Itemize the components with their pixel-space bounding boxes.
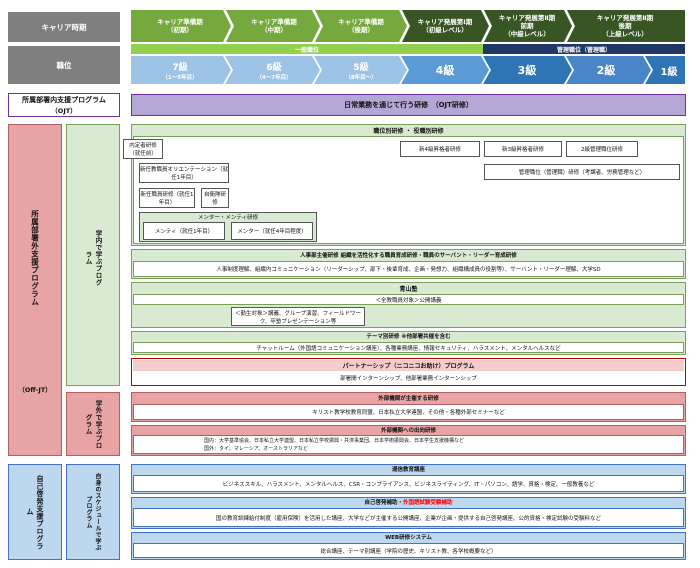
self-dev-sub-label: 自身のスケジュールで学ぶプログラム: [85, 473, 101, 551]
grade-5-label: 5級（8年目～）: [345, 62, 377, 81]
external-org-title: 外部機関が主催する研修: [378, 396, 439, 402]
grade-7-label: 7級（1～5年目）: [162, 62, 198, 81]
correspondence-title: 通信教育講座: [391, 467, 425, 473]
stage-label-6: キャリア発展第Ⅱ期後期（上級レベル）: [596, 13, 654, 39]
dispatch-overseas: 国外：タイ、マレーシア、オーストラリアなど: [204, 446, 309, 452]
theme-body: チャットルーム（外国語コミュニケーション講座）、各種業務講座、情報セキュリティ、…: [133, 342, 684, 353]
offjt-sub-label: （Off-JT）: [18, 386, 52, 394]
grade-arrow-7: [131, 56, 231, 84]
aoyama-all-staff: ＜全教職員対象＞公開講義: [133, 294, 684, 305]
new-orientation: 新任教職員オリエンテーション（就任1年目）: [139, 163, 229, 183]
grade-arrow-1: [645, 56, 685, 84]
grade-arrow-3: [483, 56, 572, 84]
self-aid-body: 国の教育訓練給付制度（雇用保険）を活用した講座、大学などが主催する公開講座、企業…: [133, 508, 684, 527]
hr-training-title: 人事部主催研修 組織を活性化する職員育成研修・職員のサーバント・リーダー育成研修: [300, 253, 517, 259]
rank-training-title: 職位別研修 ・ 役職別研修: [373, 127, 444, 135]
dispatch-title: 外部機関への出向研修: [380, 427, 436, 434]
grade-arrow-5: [314, 56, 407, 84]
new-staff-training: 新任職員研修（就任1年目）: [139, 188, 195, 208]
grade4-promotion-training: 新4級昇格者研修: [400, 141, 480, 157]
stage-label-5: キャリア発展第Ⅱ期前期（中級レベル）: [498, 13, 556, 39]
grade-arrow-6: [225, 56, 320, 84]
stage-label-3: キャリア準備期（後期）: [338, 17, 384, 34]
self-dev-label: 自己啓発支援プログラム: [26, 474, 44, 550]
grade-1-label: 1級: [660, 66, 678, 78]
dispatch-domestic: 国内：大学基準協会、日本私立大学連盟、日本私立学校振興・共済事業団、日本学術振興…: [204, 438, 465, 444]
management-training: 管理職位（管理職）研修（考課者、労務管理など）: [484, 164, 680, 180]
grade2-management-training: 2級管理職位研修: [566, 141, 638, 157]
mentor-title: メンター・メンティ研修: [197, 214, 259, 221]
stage-arrow-1: [131, 10, 231, 42]
grade-arrow-2: [566, 56, 651, 84]
management-band: 管理職位（管理職）: [483, 44, 685, 54]
mentor-senior-box: メンター（就任4年目程度）: [231, 222, 313, 240]
offjt-label: 所属部署外支援プログラム: [30, 209, 40, 306]
self-dev-sub-panel: [66, 464, 120, 560]
grade-4-label: 4級: [435, 64, 455, 77]
stage-arrow-3: [315, 10, 407, 42]
ojt-label: 所属部署内支援プログラム （OJT）: [8, 93, 120, 117]
stage-label-4: キャリア発展第Ⅰ期（初級レベル）: [417, 17, 473, 34]
self-dev-panel: [8, 464, 62, 560]
naitei-training: 内定者研修（就任前）: [123, 139, 163, 159]
ojt-bar: 日常業務を通じて行う研修 （OJT研修）: [131, 94, 686, 116]
external-program-label: 学外で学ぶプログラム: [84, 399, 102, 449]
grade-6-label: 6級（4～7年目）: [256, 62, 292, 81]
web-body: 総合講座、テーマ別講座（学院の歴史、キリスト教、各学校概要など）: [133, 543, 684, 558]
grade3-promotion-training: 新3級昇格者研修: [484, 141, 562, 157]
external-program-panel: [66, 392, 120, 456]
grade-3-label: 3級: [517, 64, 537, 77]
grade-2-label: 2級: [596, 64, 616, 77]
self-aid-title-highlight: 外国語試験受験補助: [403, 500, 453, 506]
stage-label-2: キャリア準備期（中期）: [251, 17, 297, 34]
self-aid-title: 自己啓発補助・外国語試験受験補助: [364, 500, 453, 506]
mentee-box: メンティ（就任1年目）: [143, 222, 225, 240]
partnership-body: 部署間インターンシップ、他部署業務インターンシップ: [340, 376, 477, 382]
hr-training-body: 人事制度理解、組織内コミュニケーション（リーダーシップ、部下・後輩育成、企画・発…: [133, 261, 684, 277]
web-title: WEB研修システム: [385, 535, 432, 541]
grade-arrows: [131, 56, 685, 84]
partnership-title: パートナーシップ（ニコニコお助け）プログラム: [133, 360, 684, 371]
aoyama-target: ＜勤生対象＞講義、グループ演習、フィールドワーク、卒塾プレゼンテーション等: [231, 307, 365, 326]
theme-title: テーマ別研修 ※他部署共催を含む: [366, 334, 451, 340]
internal-program-panel: [66, 124, 120, 386]
stage-arrow-5: [484, 10, 572, 42]
internal-program-label: 学内で学ぶプログラム: [84, 230, 102, 286]
aoyama-panel: [131, 282, 686, 328]
stage-label-1: キャリア準備期（初期）: [157, 17, 203, 34]
career-period-label: キャリア時期: [8, 12, 120, 42]
grade-arrow-4: [401, 56, 489, 84]
position-label: 職位: [8, 46, 120, 84]
correspondence-body: ビジネススキル、ハラスメント、メンタルヘルス、CSR・コンプライアンス、ビジネス…: [133, 475, 684, 492]
stage-arrow-2: [226, 10, 320, 42]
career-stage-arrows: [131, 10, 685, 42]
offjt-label-panel: [8, 124, 62, 456]
stage-arrow-4: [402, 10, 489, 42]
aoyama-title: 青山塾: [399, 285, 418, 293]
general-staff-band: 一般職位: [131, 44, 483, 54]
dispatch-body: 国内：大学基準協会、日本私立大学連盟、日本私立学校振興・共済事業団、日本学術振興…: [133, 435, 684, 454]
external-org-body: キリスト教学校教育同盟、日本私立大学連盟、その他・各種外部セミナーなど: [133, 404, 684, 420]
jieitai-training: 自衛隊研修: [201, 188, 229, 208]
stage-arrow-6: [567, 10, 685, 42]
